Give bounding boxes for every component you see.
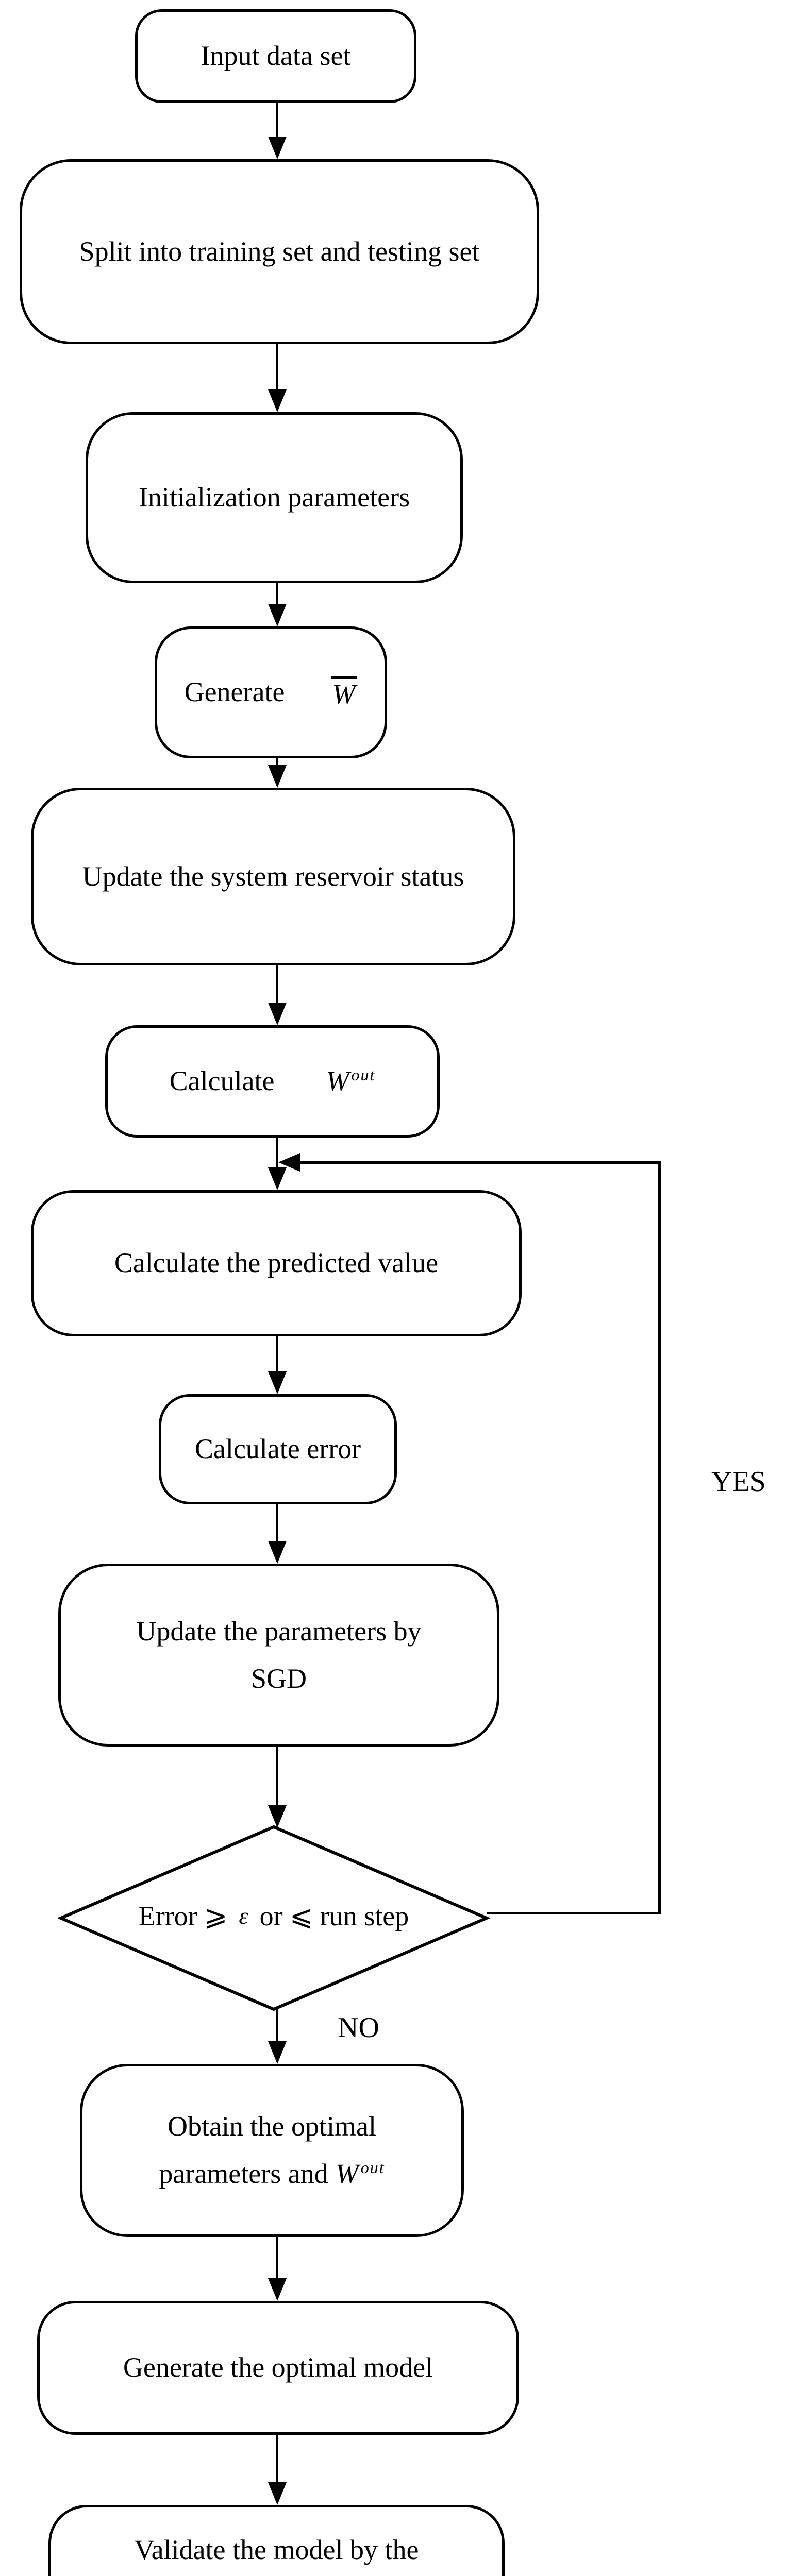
arrowhead-into-sgd [268, 1541, 287, 1564]
arrowhead-into-obtain [268, 2041, 287, 2064]
node-label-line2: SGD [250, 1663, 307, 1694]
feedback-line-top [298, 1161, 661, 1164]
node-label: Input data set [201, 40, 351, 72]
connector-init-to-generatew [276, 583, 278, 606]
decision-condition-text: Error ⩾ ε or ⩽ run step [68, 1895, 480, 1936]
arrowhead-into-reservoir [268, 765, 287, 788]
node-generate-optimal-model: Generate the optimal model [37, 2301, 519, 2435]
node-label: Generate [184, 676, 285, 708]
connector-input-to-split [276, 103, 278, 138]
arrowhead-feedback-left [278, 1153, 300, 1172]
node-label-line1: Validate the model by the [134, 2534, 419, 2565]
node-calculate-error: Calculate error [159, 1394, 397, 1504]
arrowhead-into-model [268, 2278, 287, 2301]
connector-model-to-validate [276, 2435, 278, 2484]
arrowhead-into-validate [268, 2482, 287, 2505]
arrowhead-into-decision [268, 1805, 287, 1828]
w-out-symbol: W [335, 2158, 359, 2189]
node-initialization-parameters: Initialization parameters [86, 412, 463, 583]
node-label: Split into training set and testing set [79, 235, 480, 267]
node-label-line1: Obtain the optimal [168, 2111, 376, 2142]
w-bar-symbol: W [331, 676, 358, 708]
arrowhead-into-error [268, 1371, 287, 1394]
node-label: Update the system reservoir status [82, 860, 464, 892]
node-update-reservoir-status: Update the system reservoir status [31, 788, 515, 965]
node-generate-w: Generate W [155, 626, 387, 758]
node-update-parameters-sgd: Update the parameters by SGD [58, 1564, 499, 1747]
node-label: Generate the optimal model [123, 2352, 433, 2383]
decision-diamond-shape [58, 1825, 491, 2011]
node-label: Initialization parameters [138, 482, 410, 513]
node-label-line1: Update the parameters by [136, 1615, 422, 1647]
node-validate-model: Validate the model by the testing set [48, 2505, 505, 2576]
edge-label-no: NO [338, 2012, 379, 2044]
arrowhead-into-generatew [268, 604, 287, 626]
connector-error-to-sgd [276, 1504, 278, 1543]
feedback-line-vertical [658, 1161, 661, 1914]
connector-calcwout-to-predicted [276, 1138, 278, 1170]
arrowhead-into-split [268, 137, 287, 159]
arrowhead-into-init [268, 389, 287, 412]
arrowhead-into-calcwout [268, 1003, 287, 1025]
node-calculate-predicted-value: Calculate the predicted value [31, 1190, 522, 1336]
epsilon-symbol: ε [239, 1902, 248, 1929]
connector-sgd-to-decision [276, 1747, 278, 1807]
node-split-dataset: Split into training set and testing set [20, 159, 539, 344]
edge-label-yes: YES [711, 1466, 766, 1498]
node-input-data-set: Input data set [135, 9, 416, 103]
condition-post: or ⩽ run step [259, 1900, 409, 1931]
node-label-line2: testing set [61, 2572, 492, 2576]
feedback-line-bottom [487, 1912, 661, 1914]
connector-decision-to-obtain [276, 2008, 278, 2043]
connector-predicted-to-error [276, 1336, 278, 1374]
connector-reservoir-to-calcwout [276, 965, 278, 1005]
node-label: Calculate error [194, 1433, 361, 1465]
connector-generatew-to-reservoir [276, 758, 278, 767]
node-label: Calculate the predicted value [114, 1247, 439, 1279]
node-label: Calculate [169, 1065, 275, 1097]
connector-split-to-init [276, 344, 278, 392]
connector-obtain-to-model [276, 2237, 278, 2280]
condition-pre: Error ⩾ [138, 1900, 228, 1931]
